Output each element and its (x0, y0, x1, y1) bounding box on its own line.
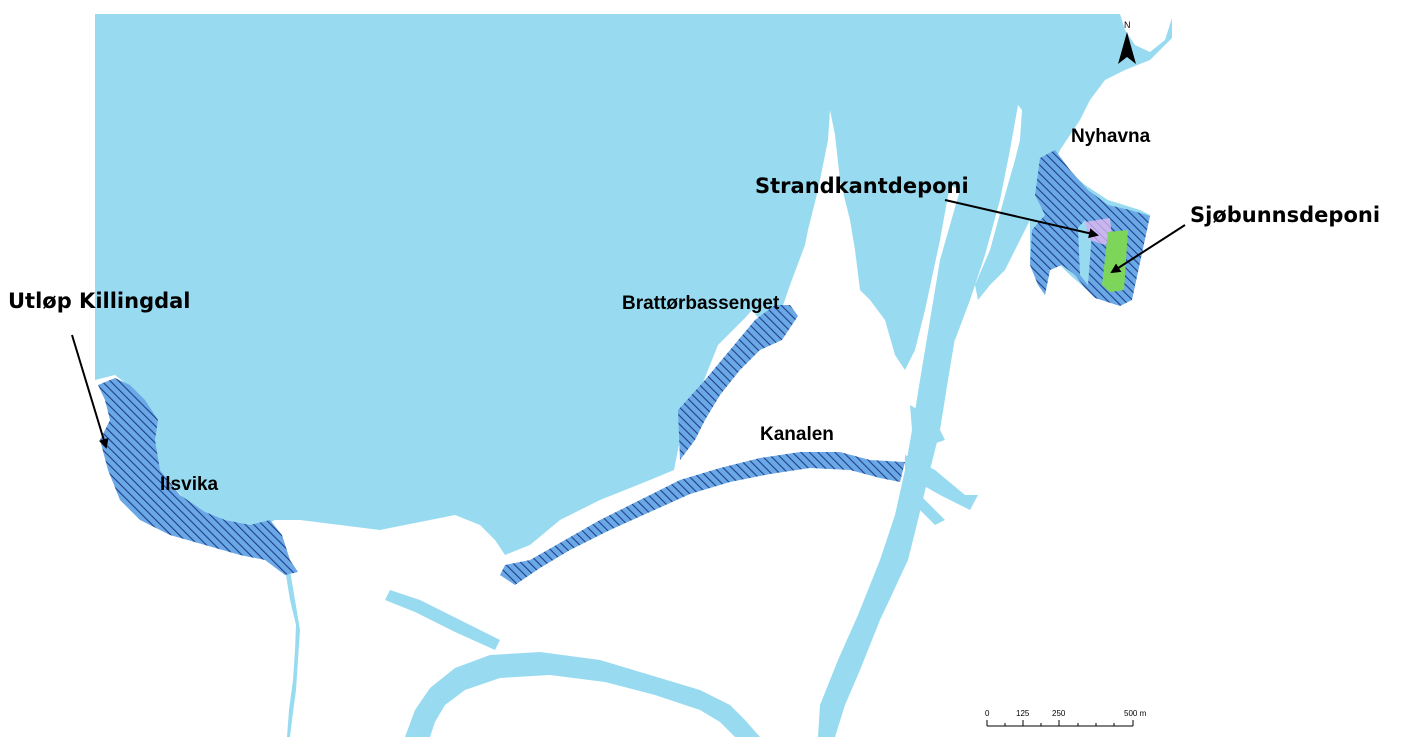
label-sjobunnsdeponi: Sjøbunnsdeponi (1190, 203, 1380, 227)
channel-water (818, 190, 975, 737)
label-nyhavna: Nyhavna (1071, 126, 1151, 147)
scale-tick-250: 250 (1052, 709, 1066, 718)
label-brattorbassenget: Brattørbassenget (622, 293, 780, 314)
inlet-east-2 (905, 455, 978, 510)
creek-water (286, 570, 300, 737)
river-upper (385, 590, 500, 650)
inlet-east-1 (910, 405, 945, 445)
place-labels: Nyhavna Strandkantdeponi Sjøbunnsdeponi … (8, 126, 1380, 495)
scale-bar: 0 125 250 500 m (985, 709, 1147, 727)
north-label: N (1124, 20, 1131, 30)
pointer-arrows (71, 199, 1186, 449)
arrow-pointer-icon (71, 334, 109, 449)
sjobunnsdeponi-zone (1102, 230, 1128, 292)
arrow-pointer-icon (944, 199, 1099, 239)
label-ilsvika: Ilsvika (160, 474, 219, 495)
kanalen-zone (500, 452, 905, 585)
label-strandkantdeponi: Strandkantdeponi (755, 174, 969, 198)
label-kanalen: Kanalen (760, 424, 834, 445)
sediment-zones (98, 150, 1150, 585)
label-utlop-killingdal: Utløp Killingdal (8, 289, 191, 313)
north-arrow-icon: N (1118, 20, 1136, 64)
scale-tick-0: 0 (985, 709, 990, 718)
ilsvika-zone (98, 378, 298, 575)
scale-tick-500: 500 m (1124, 709, 1147, 718)
river-water (405, 652, 760, 737)
fjord-water (95, 14, 1172, 555)
scale-tick-125: 125 (1016, 709, 1030, 718)
water-body (95, 14, 1172, 737)
brattorbassenget-zone (678, 305, 798, 460)
arrow-pointer-icon (1110, 224, 1186, 274)
inlet-east-3 (902, 480, 945, 525)
